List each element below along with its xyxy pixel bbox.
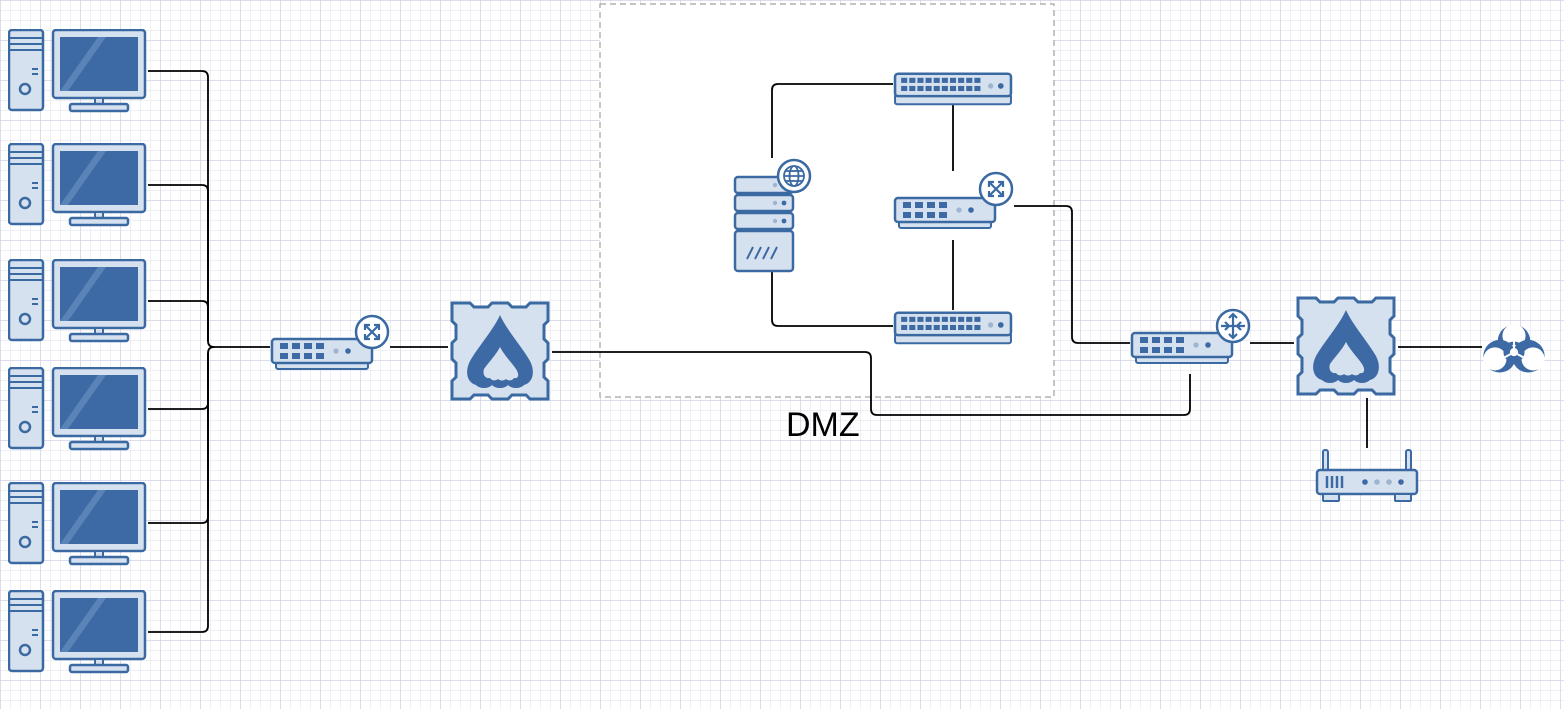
workstation-4-icon (8, 367, 147, 451)
lan-layer3-switch-icon (270, 314, 390, 371)
link-workstation-6-to-switch (148, 353, 209, 633)
internal-firewall-icon (450, 301, 550, 401)
workstation-1-icon (8, 29, 147, 113)
connection-wires (148, 70, 1482, 633)
wireless-router-icon (1315, 448, 1419, 503)
edge-router-switch-icon (1130, 308, 1251, 365)
link-server-to-top-switch (771, 83, 893, 158)
link-workstation-1-to-switch (148, 70, 270, 348)
biohazard-icon (1481, 322, 1547, 375)
dmz-switch-top-icon (893, 72, 1013, 106)
link-workstation-3-to-switch (148, 300, 209, 341)
link-internal-firewall-to-edge (552, 351, 1191, 416)
link-l3-switch-to-edge (1014, 205, 1130, 344)
external-firewall-icon (1296, 296, 1396, 396)
workstation-5-icon (8, 482, 147, 566)
workstation-2-icon (8, 143, 147, 227)
link-workstation-4-to-switch (148, 346, 215, 410)
workstation-6-icon (8, 590, 147, 674)
link-server-to-bottom-switch (771, 272, 893, 327)
dmz-switch-bottom-icon (893, 311, 1013, 345)
dmz-zone-label: DMZ (786, 406, 860, 444)
link-workstation-2-to-switch (148, 184, 209, 341)
link-workstation-5-to-switch (148, 353, 209, 524)
workstation-3-icon (8, 259, 147, 343)
